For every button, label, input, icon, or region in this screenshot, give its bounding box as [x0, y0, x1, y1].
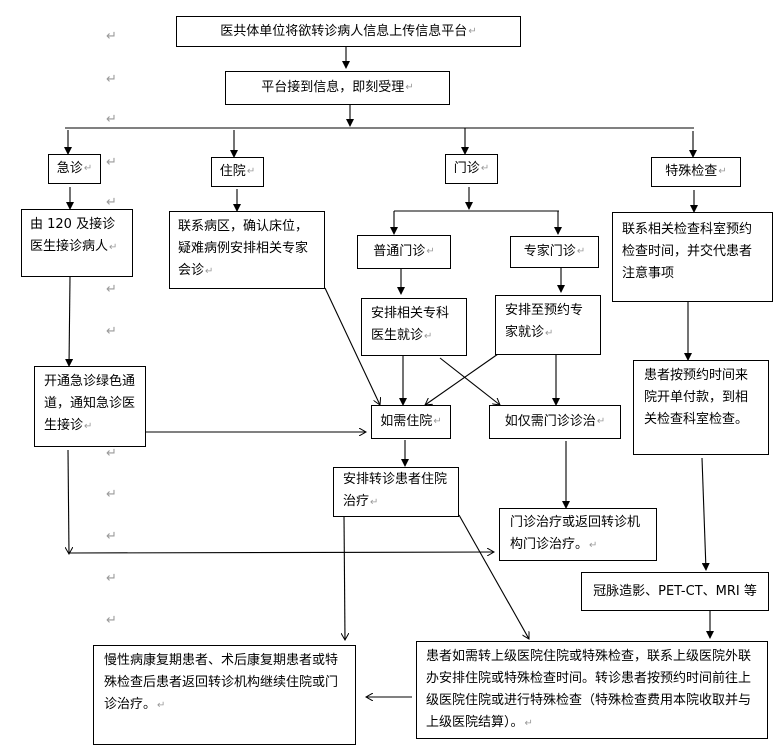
- node-upper-referral-text: 患者如需转上级医院住院或特殊检查，联系上级医院外联办安排住院或特殊检查时间。转诊…: [426, 649, 752, 730]
- paragraph-mark: ↵: [424, 331, 433, 342]
- paragraph-mark: ↵: [433, 416, 442, 427]
- paragraph-mark: ↵: [468, 25, 477, 37]
- node-expert-clinic-text: 专家门诊: [523, 244, 576, 259]
- node-exam-types-text: 冠脉造影、PET-CT、MRI 等: [593, 583, 757, 599]
- edge-expert-hospitalize: [425, 353, 499, 405]
- paragraph-mark: ↵: [106, 112, 117, 127]
- node-platform-text: 平台接到信息，即刻受理: [261, 80, 405, 95]
- node-general-arrange: 安排相关专科医生就诊↵: [361, 298, 467, 356]
- edge-general-outpatient: [439, 357, 500, 405]
- paragraph-mark: ↵: [106, 529, 117, 544]
- paragraph-mark: ↵: [106, 155, 117, 170]
- paragraph-mark: ↵: [106, 487, 117, 502]
- node-outpatient-treatment-text: 门诊治疗或返回转诊机构门诊治疗。: [510, 515, 641, 552]
- node-special-exam-text: 特殊检查: [665, 164, 718, 179]
- node-inpatient: 住院↵: [211, 157, 264, 187]
- node-emergency-receive-text: 由 120 及接诊医生接诊病人: [30, 217, 116, 254]
- node-inpatient-contact-text: 联系病区，确认床位，疑难病例安排相关专家会诊: [178, 219, 309, 278]
- paragraph-mark: ↵: [106, 195, 117, 210]
- node-inpatient-text: 住院: [219, 164, 246, 179]
- paragraph-mark: ↵: [426, 246, 435, 257]
- paragraph-mark: ↵: [106, 324, 117, 339]
- node-outpatient-treatment: 门诊治疗或返回转诊机构门诊治疗。↵: [499, 508, 657, 561]
- node-general-arrange-text: 安排相关专科医生就诊: [371, 306, 450, 343]
- node-outpatient-only: 如仅需门诊诊治↵: [489, 405, 621, 439]
- node-exam-types: 冠脉造影、PET-CT、MRI 等: [581, 572, 769, 611]
- node-green-channel-text: 开通急诊绿色通道，通知急诊医生接诊: [44, 374, 136, 433]
- paragraph-mark: ↵: [405, 82, 414, 93]
- paragraph-mark: ↵: [596, 416, 606, 427]
- node-special-exam: 特殊检查↵: [651, 157, 741, 187]
- edge-arrange-upper: [458, 514, 529, 639]
- paragraph-mark: ↵: [718, 166, 727, 177]
- edge-visit-types: [701, 457, 710, 571]
- node-general-clinic-text: 普通门诊: [373, 244, 426, 259]
- node-return-institution-text: 慢性病康复期患者、术后康复期患者或特殊检查后患者返回转诊机构继续住院或门诊治疗。: [104, 653, 339, 712]
- paragraph-mark: ↵: [84, 421, 93, 432]
- node-emergency-receive: 由 120 及接诊医生接诊病人↵: [21, 209, 133, 277]
- node-expert-arrange: 安排至预约专家就诊↵: [495, 295, 601, 355]
- paragraph-mark: ↵: [109, 242, 118, 253]
- paragraph-mark: ↵: [106, 571, 117, 586]
- paragraph-mark: ↵: [106, 282, 117, 297]
- paragraph-mark: ↵: [589, 540, 598, 551]
- paragraph-mark: ↵: [480, 163, 490, 174]
- paragraph-mark: ↵: [106, 29, 117, 44]
- node-exam-visit-text: 患者按预约时间来院开单付款，到相关检查科室检查。: [644, 368, 749, 427]
- node-upload: 医共体单位将欲转诊病人信息上传信息平台↵: [176, 16, 521, 47]
- node-need-hospitalization-text: 如需住院: [380, 414, 433, 429]
- node-outpatient: 门诊↵: [445, 154, 498, 184]
- node-green-channel: 开通急诊绿色通道，通知急诊医生接诊↵: [34, 366, 146, 447]
- node-exam-contact-text: 联系相关检查科室预约检查时间，并交代患者注意事项: [622, 222, 753, 281]
- paragraph-mark: ↵: [157, 700, 166, 711]
- paragraph-mark: ↵: [205, 266, 214, 277]
- paragraph-mark: ↵: [106, 446, 117, 461]
- edge-arrange-return: [344, 515, 345, 640]
- node-arrange-hospitalization-text: 安排转诊患者住院治疗: [343, 472, 448, 509]
- node-emergency: 急诊↵: [48, 154, 101, 184]
- node-platform: 平台接到信息，即刻受理↵: [225, 71, 450, 105]
- node-expert-clinic: 专家门诊↵: [510, 236, 599, 268]
- node-outpatient-only-text: 如仅需门诊诊治: [504, 414, 596, 429]
- edge-green-outpatient-treatment: [68, 552, 494, 553]
- node-upper-referral: 患者如需转上级医院住院或特殊检查，联系上级医院外联办安排住院或特殊检查时间。转诊…: [416, 641, 768, 739]
- node-need-hospitalization: 如需住院↵: [371, 405, 451, 439]
- paragraph-mark: ↵: [246, 166, 256, 177]
- paragraph-mark: ↵: [83, 163, 93, 174]
- edge-contact-hospitalize: [324, 287, 380, 405]
- node-general-clinic: 普通门诊↵: [357, 235, 451, 269]
- paragraph-mark: ↵: [545, 328, 554, 339]
- node-expert-arrange-text: 安排至预约专家就诊: [505, 303, 584, 340]
- edge-receive-green: [65, 276, 74, 367]
- paragraph-mark: ↵: [524, 718, 533, 729]
- edge-green-down: [68, 449, 69, 554]
- paragraph-mark: ↵: [576, 246, 586, 257]
- node-return-institution: 慢性病康复期患者、术后康复期患者或特殊检查后患者返回转诊机构继续住院或门诊治疗。…: [93, 645, 356, 745]
- node-exam-contact: 联系相关检查科室预约检查时间，并交代患者注意事项: [612, 212, 773, 302]
- node-exam-visit: 患者按预约时间来院开单付款，到相关检查科室检查。: [633, 360, 769, 455]
- node-outpatient-text: 门诊: [453, 161, 480, 176]
- node-inpatient-contact: 联系病区，确认床位，疑难病例安排相关专家会诊↵: [169, 211, 325, 289]
- node-arrange-hospitalization: 安排转诊患者住院治疗↵: [333, 467, 459, 517]
- paragraph-mark: ↵: [106, 613, 117, 628]
- node-upload-text: 医共体单位将欲转诊病人信息上传信息平台: [220, 23, 468, 39]
- paragraph-mark: ↵: [370, 497, 379, 508]
- paragraph-mark: ↵: [106, 72, 117, 87]
- node-emergency-text: 急诊: [56, 161, 83, 176]
